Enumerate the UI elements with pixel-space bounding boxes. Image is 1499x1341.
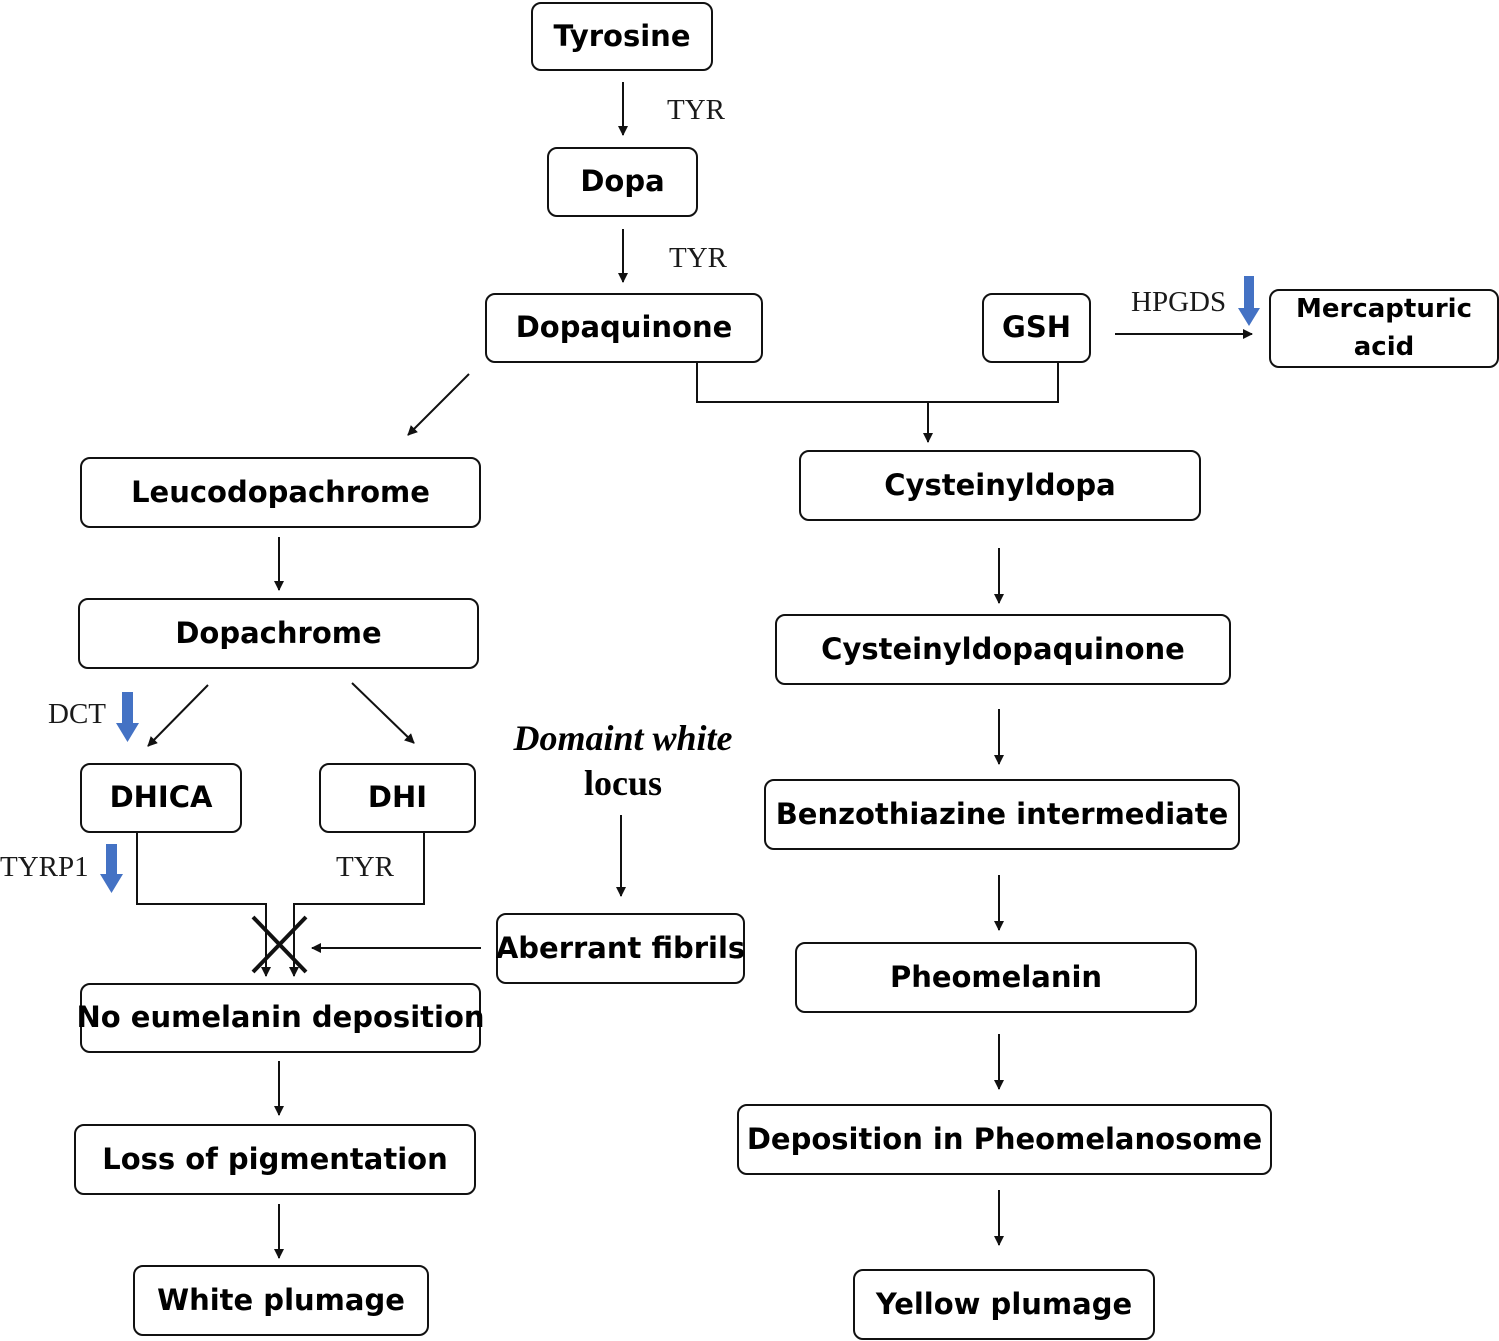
- node-aberrant-fibrils-label: Aberrant fibrils: [495, 930, 746, 965]
- hpgds-down-arrow-icon: [1238, 276, 1260, 326]
- connector-dopaquinone-gsh-join: [696, 362, 1059, 403]
- label-dominant-white-locus: Domaint white locus: [494, 716, 752, 806]
- node-dopachrome: Dopachrome: [78, 598, 479, 669]
- node-gsh: GSH: [982, 293, 1091, 363]
- node-cysteinyldopa: Cysteinyldopa: [799, 450, 1201, 521]
- node-no-eumelanin-deposition-label: No eumelanin deposition: [76, 1000, 485, 1035]
- node-dhica: DHICA: [80, 763, 242, 833]
- node-white-plumage-label: White plumage: [157, 1282, 405, 1317]
- node-loss-of-pigmentation-label: Loss of pigmentation: [102, 1141, 448, 1176]
- label-tyrp1: TYRP1: [0, 851, 89, 883]
- node-benzothiazine-intermediate: Benzothiazine intermediate: [764, 779, 1240, 850]
- node-deposition-in-pheomelanosome: Deposition in Pheomelanosome: [737, 1104, 1272, 1175]
- arrow-dopaquinone-to-leucodopachrome: [407, 373, 470, 436]
- node-pheomelanin-label: Pheomelanin: [889, 959, 1103, 994]
- node-leucodopachrome-label: Leucodopachrome: [131, 474, 430, 509]
- connector-dhica-to-eumelanin: [136, 833, 271, 977]
- node-tyrosine-label: Tyrosine: [553, 18, 691, 53]
- node-white-plumage: White plumage: [133, 1265, 429, 1336]
- dct-down-arrow-icon: [116, 692, 139, 742]
- node-yellow-plumage: Yellow plumage: [853, 1269, 1155, 1340]
- label-hpgds: HPGDS: [1131, 286, 1227, 318]
- label-dct: DCT: [48, 698, 106, 730]
- label-dominant-white-line1: Domaint white: [513, 718, 733, 758]
- node-dhi: DHI: [319, 763, 476, 833]
- node-loss-of-pigmentation: Loss of pigmentation: [74, 1124, 476, 1195]
- label-tyr-tyrosine-dopa: TYR: [667, 94, 725, 126]
- arrow-dopachrome-to-dhica: [147, 684, 209, 747]
- node-dopaquinone: Dopaquinone: [485, 293, 763, 363]
- label-tyr-dhi: TYR: [336, 851, 394, 883]
- node-mercapturic-acid-line2: acid: [1353, 331, 1415, 362]
- node-dopachrome-label: Dopachrome: [175, 615, 382, 650]
- node-leucodopachrome: Leucodopachrome: [80, 457, 481, 528]
- node-dopa: Dopa: [547, 147, 698, 217]
- node-yellow-plumage-label: Yellow plumage: [875, 1286, 1133, 1321]
- node-aberrant-fibrils: Aberrant fibrils: [496, 913, 745, 984]
- node-gsh-label: GSH: [1002, 310, 1071, 345]
- blocked-cross-icon: [251, 915, 308, 974]
- node-cysteinyldopa-label: Cysteinyldopa: [884, 467, 1116, 502]
- node-deposition-in-pheomelanosome-label: Deposition in Pheomelanosome: [746, 1121, 1263, 1156]
- node-mercapturic-acid: Mercapturic acid: [1269, 289, 1499, 368]
- node-dopaquinone-label: Dopaquinone: [515, 310, 733, 345]
- node-tyrosine: Tyrosine: [531, 2, 713, 71]
- connector-dhi-to-eumelanin: [289, 833, 425, 977]
- node-benzothiazine-intermediate-label: Benzothiazine intermediate: [775, 796, 1229, 831]
- node-no-eumelanin-deposition: No eumelanin deposition: [77, 983, 485, 1053]
- arrow-dopachrome-to-dhi: [351, 682, 415, 744]
- node-cysteinyldopaquinone: Cysteinyldopaquinone: [775, 614, 1231, 685]
- node-dhi-label: DHI: [367, 780, 428, 815]
- node-pheomelanin: Pheomelanin: [795, 942, 1197, 1013]
- label-tyr-dopa-dopaquinone: TYR: [669, 242, 727, 274]
- tyrp1-down-arrow-icon: [100, 844, 123, 893]
- node-dopa-label: Dopa: [580, 164, 665, 199]
- node-cysteinyldopaquinone-label: Cysteinyldopaquinone: [821, 631, 1185, 666]
- label-dominant-white-line2: locus: [583, 763, 662, 803]
- node-dhica-label: DHICA: [109, 780, 213, 815]
- node-mercapturic-acid-line1: Mercapturic: [1296, 293, 1472, 324]
